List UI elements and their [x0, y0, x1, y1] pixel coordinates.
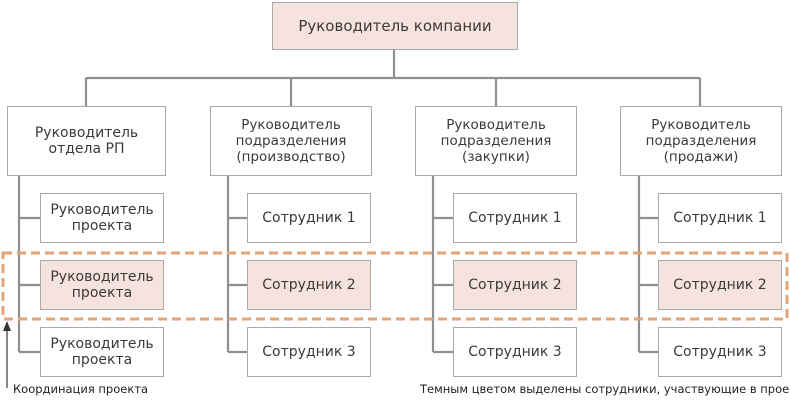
head-label: Руководитель подразделения (производство… [235, 117, 347, 165]
child-label: Руководитель проекта [50, 269, 154, 301]
child-label: Сотрудник 1 [673, 210, 767, 226]
child-box: Сотрудник 3 [453, 327, 577, 377]
child-box: Руководитель проекта [40, 193, 164, 243]
child-label: Сотрудник 1 [262, 210, 356, 226]
child-box-highlighted: Руководитель проекта [40, 260, 164, 310]
head-label: Руководитель подразделения (закупки) [440, 117, 552, 165]
head-box-purchasing: Руководитель подразделения (закупки) [415, 106, 577, 176]
child-label: Сотрудник 2 [468, 277, 562, 293]
child-box: Руководитель проекта [40, 327, 164, 377]
coordination-label: Координация проекта [13, 382, 149, 396]
legend-note: Темным цветом выделены сотрудники, участ… [420, 382, 790, 396]
child-label: Сотрудник 3 [468, 344, 562, 360]
child-box: Сотрудник 1 [247, 193, 371, 243]
child-label: Сотрудник 3 [262, 344, 356, 360]
head-box-project-management: Руководитель отдела РП [7, 106, 166, 176]
child-label: Сотрудник 2 [262, 277, 356, 293]
coordination-arrowhead [3, 321, 11, 331]
head-label: Руководитель отдела РП [34, 125, 139, 157]
head-box-sales: Руководитель подразделения (продажи) [620, 106, 782, 176]
child-label: Сотрудник 1 [468, 210, 562, 226]
child-box: Сотрудник 3 [247, 327, 371, 377]
child-label: Руководитель проекта [50, 202, 154, 234]
ceo-label: Руководитель компании [298, 17, 492, 35]
child-label: Руководитель проекта [50, 336, 154, 368]
child-box: Сотрудник 3 [658, 327, 782, 377]
child-box-highlighted: Сотрудник 2 [453, 260, 577, 310]
child-box: Сотрудник 1 [658, 193, 782, 243]
tree-connectors [17, 50, 702, 354]
ceo-box: Руководитель компании [272, 2, 518, 50]
head-label: Руководитель подразделения (продажи) [645, 117, 757, 165]
child-box: Сотрудник 1 [453, 193, 577, 243]
child-box-highlighted: Сотрудник 2 [247, 260, 371, 310]
project-team-frame [1, 251, 789, 321]
child-label: Сотрудник 2 [673, 277, 767, 293]
head-box-production: Руководитель подразделения (производство… [210, 106, 372, 176]
child-label: Сотрудник 3 [673, 344, 767, 360]
child-box-highlighted: Сотрудник 2 [658, 260, 782, 310]
